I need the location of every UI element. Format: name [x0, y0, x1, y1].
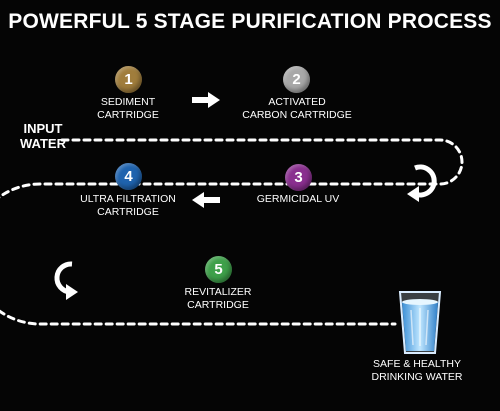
curved-arrow-left-icon: [54, 261, 78, 300]
output-label-line-1: SAFE & HEALTHY: [373, 358, 461, 370]
stage-4-badge: 4: [115, 163, 142, 190]
water-glass-icon: [398, 291, 442, 354]
stage-5-label-line-1: REVITALIZER: [184, 286, 252, 298]
stage-4-label: ULTRA FILTRATION CARTRIDGE: [68, 193, 188, 219]
stage-2-badge: 2: [283, 66, 310, 93]
stage-1-label-line-1: SEDIMENT: [100, 96, 156, 108]
stage-2-label-line-1: ACTIVATED: [268, 96, 326, 108]
stage-4-number: 4: [124, 168, 133, 185]
stage-1-number: 1: [124, 71, 133, 88]
stage-1-label-line-2: CARTRIDGE: [97, 109, 159, 121]
stage-3-label: GERMICIDAL UV: [248, 193, 348, 206]
stage-5-label: REVITALIZER CARTRIDGE: [168, 286, 268, 312]
stage-2-label-line-2: CARBON CARTRIDGE: [242, 109, 352, 121]
stage-5-number: 5: [214, 261, 223, 278]
page-title: POWERFUL 5 STAGE PURIFICATION PROCESS: [8, 10, 492, 33]
stage-2-number: 2: [292, 71, 301, 88]
stage-1-label: SEDIMENT CARTRIDGE: [78, 96, 178, 122]
input-water-label: INPUT WATER: [20, 121, 66, 151]
stage-3-badge: 3: [285, 164, 312, 191]
stage-5-label-line-2: CARTRIDGE: [187, 299, 249, 311]
output-label: SAFE & HEALTHY DRINKING WATER: [352, 358, 482, 384]
output-label-line-2: DRINKING WATER: [371, 371, 463, 383]
stage-4-label-line-1: ULTRA FILTRATION: [80, 193, 176, 205]
stage-4-label-line-2: CARTRIDGE: [97, 206, 159, 218]
curved-arrow-icon: [407, 164, 437, 202]
stage-3-label-line-1: GERMICIDAL UV: [256, 193, 340, 205]
input-label-line-2: WATER: [20, 136, 66, 151]
stage-5-badge: 5: [205, 256, 232, 283]
stage-1-badge: 1: [115, 66, 142, 93]
arrow-left-icon: [192, 192, 220, 208]
arrow-right-icon: [192, 92, 220, 108]
input-label-line-1: INPUT: [23, 121, 63, 136]
stage-3-number: 3: [294, 169, 303, 186]
stage-2-label: ACTIVATED CARBON CARTRIDGE: [234, 96, 360, 122]
